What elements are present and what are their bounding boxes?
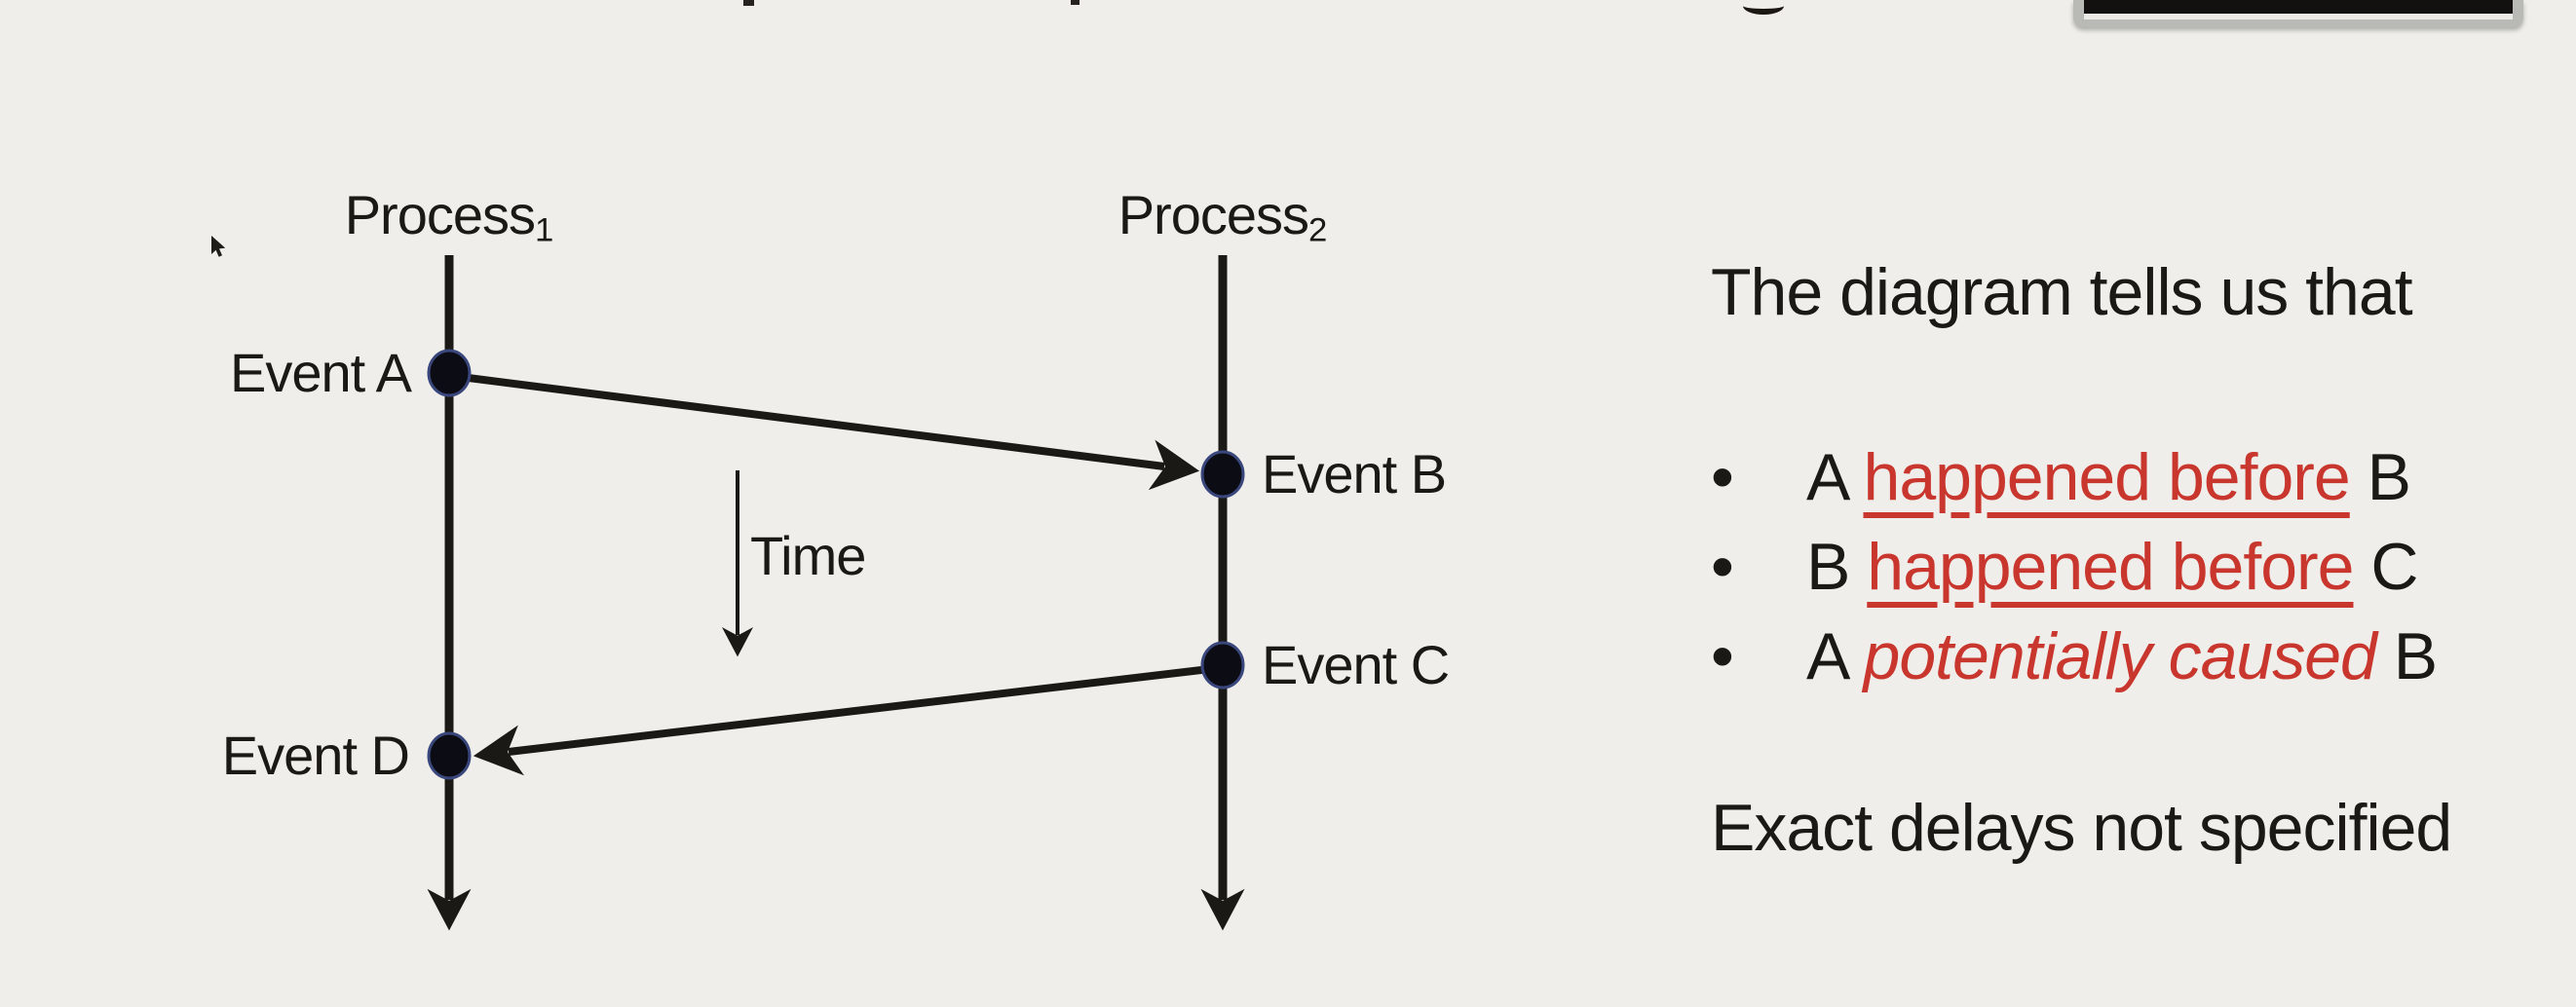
bullet-post: B: [2375, 619, 2438, 693]
cutoff-text-mark: [743, 0, 754, 6]
bullet-glyph: •: [1711, 619, 1734, 693]
process2-label: Process2: [1077, 185, 1369, 261]
bullet-pre: A: [1806, 619, 1864, 693]
bullet-text: A potentially caused B: [1806, 612, 2438, 701]
process2-name: Process: [1118, 184, 1309, 245]
bullet-post: C: [2353, 530, 2418, 604]
bullet-text: A happened before B: [1806, 432, 2411, 522]
process1-name: Process: [344, 184, 536, 245]
happened-before-emphasis: happened before: [1863, 440, 2351, 514]
bullet-pre: A: [1806, 440, 1864, 514]
process1-subscript: 1: [534, 211, 554, 249]
event-c-dot: [1200, 641, 1245, 690]
event-a-dot: [427, 349, 472, 397]
process1-label: Process1: [303, 185, 595, 261]
message-arrow-a-to-b: [452, 372, 1200, 491]
process2-subscript: 2: [1307, 211, 1328, 249]
bullet-pre: B: [1806, 530, 1868, 604]
bullet-post: B: [2349, 440, 2411, 514]
bullet-text: B happened before C: [1806, 522, 2419, 612]
message-arrow-c-to-d: [473, 664, 1219, 776]
mouse-cursor-icon: [211, 236, 226, 257]
event-b-dot: [1200, 450, 1245, 499]
window-black-bar: [2084, 0, 2513, 14]
event-d-dot: [427, 731, 472, 780]
event-c-label: Event C: [1262, 634, 1450, 695]
bullet-list: • A happened before B • B happened befor…: [1711, 432, 2438, 701]
bullet-item-a-potentially-caused-b: • A potentially caused B: [1711, 612, 2438, 701]
cutoff-text-mark: [1071, 0, 1080, 5]
cutoff-window-fragment: [2073, 0, 2523, 27]
cutoff-text-mark: [1743, 0, 1784, 15]
panel-title: The diagram tells us that: [1711, 255, 2413, 329]
event-d-label: Event D: [221, 725, 410, 786]
potentially-caused-emphasis: potentially caused: [1863, 619, 2377, 693]
bullet-glyph: •: [1711, 440, 1734, 514]
event-a-label: Event A: [229, 342, 412, 403]
window-inner-strip: [2084, 0, 2513, 19]
bullet-glyph: •: [1711, 530, 1734, 604]
footer-note: Exact delays not specified: [1711, 791, 2452, 865]
bullet-item-b-happened-before-c: • B happened before C: [1711, 522, 2437, 612]
happened-before-emphasis: happened before: [1867, 530, 2354, 604]
bullet-item-a-happened-before-b: • A happened before B: [1711, 432, 2437, 522]
event-b-label: Event B: [1262, 443, 1447, 504]
time-label: Time: [750, 525, 866, 586]
